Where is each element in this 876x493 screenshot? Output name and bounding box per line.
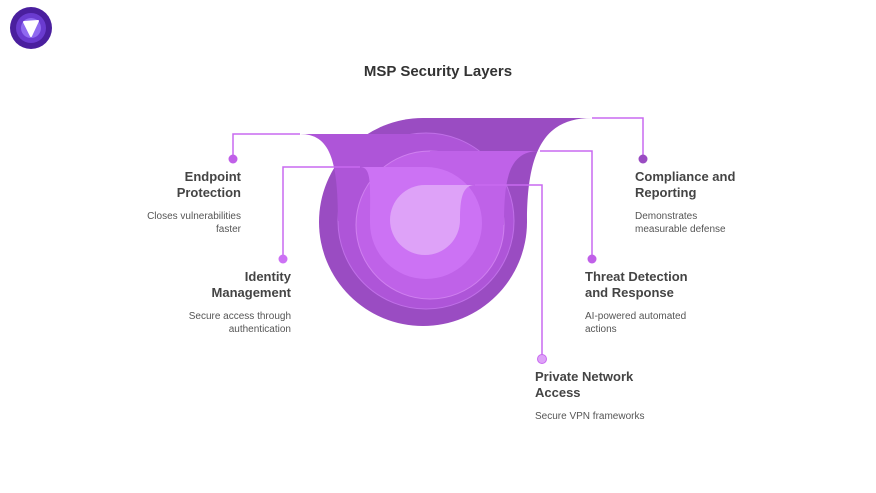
diagram-title: MSP Security Layers xyxy=(363,63,513,80)
label-compliance: Compliance and Reporting Demonstrates me… xyxy=(635,169,805,236)
description: Secure access through authentication xyxy=(188,311,291,335)
connector-compliance xyxy=(592,117,644,159)
label-endpoint: Endpoint Protection Closes vulnerabiliti… xyxy=(71,169,241,236)
connector-threat xyxy=(540,150,593,259)
description: AI-powered automated actions xyxy=(585,311,687,335)
heading: Private Network Access xyxy=(535,369,634,400)
description: Closes vulnerabilities faster xyxy=(147,211,241,235)
label-threat: Threat Detection and Response AI-powered… xyxy=(585,269,755,336)
dot-identity xyxy=(278,254,288,264)
dot-private-network xyxy=(537,354,547,364)
heading: Compliance and Reporting xyxy=(635,169,736,200)
heading: Endpoint Protection xyxy=(176,169,241,200)
description: Demonstrates measurable defense xyxy=(635,211,726,235)
dot-threat xyxy=(587,254,597,264)
connector-endpoint xyxy=(232,133,300,159)
connector-private-network xyxy=(475,184,543,359)
heading: Identity Management xyxy=(211,269,291,300)
description: Secure VPN frameworks xyxy=(535,411,645,422)
dot-endpoint xyxy=(228,154,238,164)
dot-compliance xyxy=(638,154,648,164)
heading: Threat Detection and Response xyxy=(585,269,688,300)
label-private-network: Private Network Access Secure VPN framew… xyxy=(535,369,705,423)
layer-private-network xyxy=(390,185,475,255)
connector-identity xyxy=(282,166,360,259)
label-identity: Identity Management Secure access throug… xyxy=(121,269,291,336)
logo-icon xyxy=(10,7,52,49)
